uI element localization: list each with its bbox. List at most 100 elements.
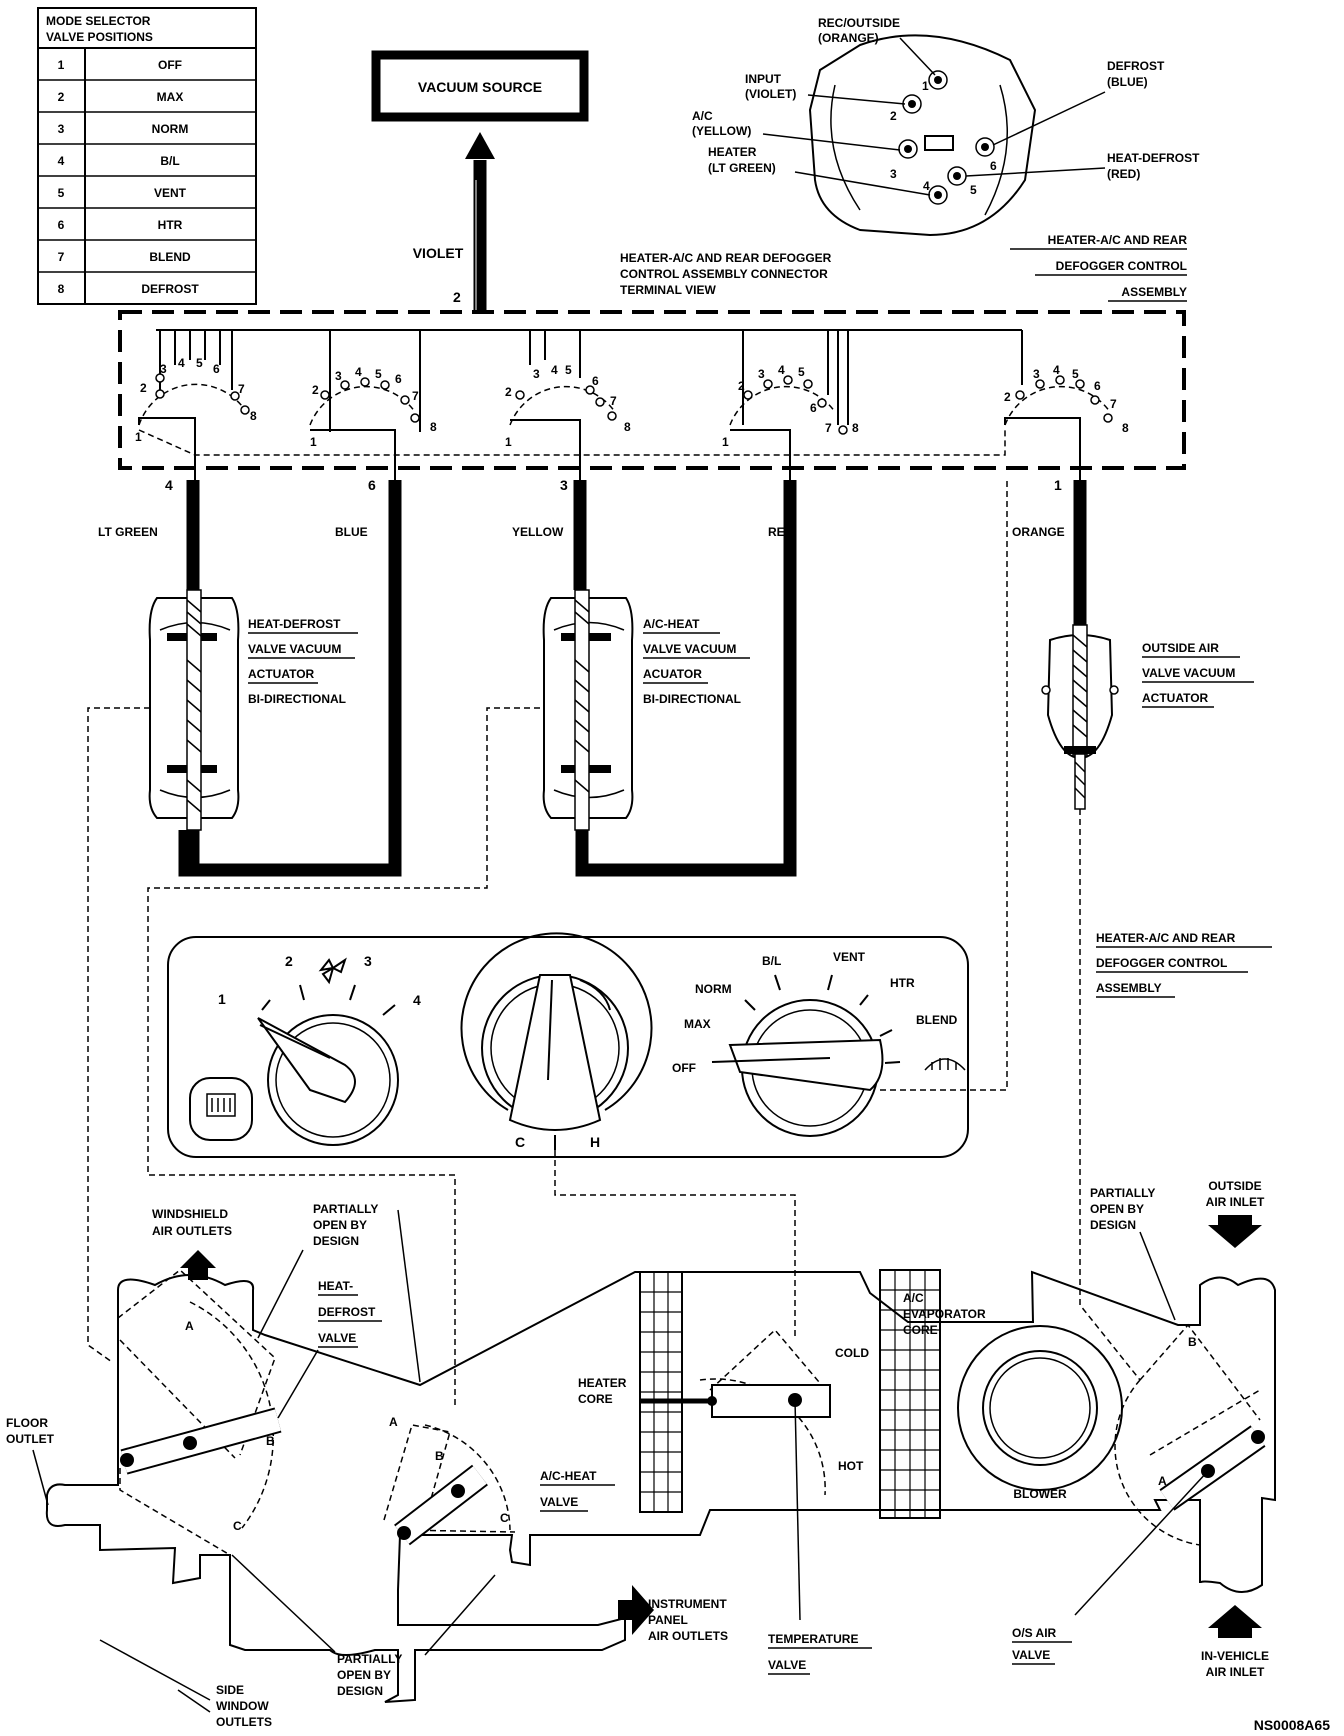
os-valve-2: VALVE <box>1012 1648 1050 1662</box>
right-arrow-icon <box>618 1585 654 1635</box>
v1-n4: 4 <box>178 356 185 370</box>
mode-table-title-2: VALVE POSITIONS <box>46 30 153 44</box>
ip-3: AIR OUTLETS <box>648 1629 728 1643</box>
temp-hot-label: HOT <box>838 1459 864 1473</box>
v1-n8: 8 <box>250 409 257 423</box>
conn-label-heater-1: HEATER <box>708 145 757 159</box>
control-assembly-label-top: HEATER-A/C AND REAR DEFOGGER CONTROL ASS… <box>1010 233 1188 302</box>
v3-n1: 1 <box>505 435 512 449</box>
outside-air-inlet: OUTSIDE AIR INLET <box>1206 1179 1265 1248</box>
vacuum-source: VACUUM SOURCE VIOLET 2 <box>371 50 589 310</box>
oai-1: OUTSIDE <box>1208 1179 1261 1193</box>
mode-table-title-1: MODE SELECTOR <box>46 14 151 28</box>
v3-n3: 3 <box>533 367 540 381</box>
port-num-5: 5 <box>970 183 977 197</box>
rear-defog-button[interactable] <box>189 1077 253 1141</box>
po3-1: PARTIALLY <box>337 1652 402 1666</box>
port-num-3: 3 <box>890 167 897 181</box>
evaporator-3: CORE <box>903 1323 938 1337</box>
hd-actuator-2: VALVE VACUUM <box>248 642 341 656</box>
v4-n4: 4 <box>778 363 785 377</box>
hose-label-yellow: YELLOW <box>512 525 564 539</box>
ac-door-c: C <box>500 1511 509 1525</box>
windshield-label-2: AIR OUTLETS <box>152 1224 232 1238</box>
os-valve-1: O/S AIR <box>1012 1626 1057 1640</box>
hose-num-red: 5 <box>784 477 792 493</box>
instrument-panel-outlets: INSTRUMENT PANEL AIR OUTLETS <box>618 1585 728 1643</box>
v4-n7: 7 <box>825 421 832 435</box>
ctrl-panel-label-2: DEFOGGER CONTROL <box>1096 956 1227 970</box>
v2-n8: 8 <box>430 420 437 434</box>
mode-max: MAX <box>684 1017 711 1031</box>
v1-n5: 5 <box>196 356 203 370</box>
temp-hot-mark: H <box>590 1134 600 1150</box>
mode-knob[interactable] <box>711 999 884 1137</box>
connector-terminal-view: 1 2 3 4 6 5 REC/OUTSIDE (ORANGE) INPUT (… <box>620 16 1200 297</box>
temperature-knob[interactable] <box>460 932 653 1131</box>
ac-actuator-3: ACUATOR <box>643 667 702 681</box>
v1-n2: 2 <box>140 381 147 395</box>
partially-open-label-3: PARTIALLY OPEN BY DESIGN <box>231 1554 496 1698</box>
windshield-label-1: WINDSHIELD <box>152 1207 228 1221</box>
mode-row-num-5: 5 <box>58 186 65 200</box>
po2-3: DESIGN <box>1090 1218 1136 1232</box>
ac-heat-valve: A B C A/C-HEAT VALVE <box>383 1415 615 1546</box>
hd-valve-2: DEFROST <box>318 1305 376 1319</box>
os-door-a: A <box>1158 1474 1167 1488</box>
fan-speed-2: 2 <box>285 953 293 969</box>
hd-door-a: A <box>185 1319 194 1333</box>
po1-2: OPEN BY <box>313 1218 367 1232</box>
port-num-2: 2 <box>890 109 897 123</box>
temperature-valve-2: VALVE <box>768 1658 806 1672</box>
po1-1: PARTIALLY <box>313 1202 378 1216</box>
v5-n7: 7 <box>1110 397 1117 411</box>
os-air-valve: A B O/S AIR VALVE <box>1012 1323 1266 1665</box>
iva-1: IN-VEHICLE <box>1201 1649 1269 1663</box>
ac-valve-1: A/C-HEAT <box>540 1469 597 1483</box>
ctrl-top-1: HEATER-A/C AND REAR <box>1048 233 1188 247</box>
hose-label-orange: ORANGE <box>1012 525 1065 539</box>
rear-defog-icon <box>206 1093 236 1117</box>
connector-title-3: TERMINAL VIEW <box>620 283 716 297</box>
hose-num-yellow: 3 <box>560 477 568 493</box>
in-vehicle-air-inlet: IN-VEHICLE AIR INLET <box>1201 1605 1269 1679</box>
ctrl-top-2: DEFOGGER CONTROL <box>1056 259 1187 273</box>
v1-n6: 6 <box>213 362 220 376</box>
temp-cold-label: COLD <box>835 1346 869 1360</box>
mode-norm: NORM <box>695 982 732 996</box>
v4-n3: 3 <box>758 367 765 381</box>
conn-label-defrost-1: DEFROST <box>1107 59 1165 73</box>
outside-air-actuator: OUTSIDE AIR VALVE VACUUM ACTUATOR <box>1041 624 1254 810</box>
mode-row-label-1: OFF <box>158 58 182 72</box>
hd-actuator-1: HEAT-DEFROST <box>248 617 341 631</box>
evaporator-2: EVAPORATOR <box>903 1307 986 1321</box>
v3-n8: 8 <box>624 420 631 434</box>
sw-2: WINDOW <box>216 1699 269 1713</box>
mode-row-label-3: NORM <box>152 122 189 136</box>
mode-selector-table: MODE SELECTOR VALVE POSITIONS 1 OFF 2 MA… <box>37 7 257 305</box>
mode-selector-valve: 1 2 3 4 5 6 7 8 1 2 3 4 5 6 7 8 1 2 3 4 … <box>118 310 1186 480</box>
v5-n8: 8 <box>1122 421 1129 435</box>
fan-speed-1: 1 <box>218 991 226 1007</box>
temperature-valve-1: TEMPERATURE <box>768 1632 858 1646</box>
partially-open-label-2: PARTIALLY OPEN BY DESIGN <box>1090 1186 1176 1321</box>
heater-core-2: CORE <box>578 1392 613 1406</box>
mode-row-num-3: 3 <box>58 122 65 136</box>
hose-label-ltgreen: LT GREEN <box>98 525 158 539</box>
conn-label-defrost-2: (BLUE) <box>1107 75 1148 89</box>
ctrl-top-3: ASSEMBLY <box>1121 285 1187 299</box>
vacuum-source-label: VACUUM SOURCE <box>418 79 542 95</box>
v3-n5: 5 <box>565 363 572 377</box>
mode-row-num-2: 2 <box>58 90 65 104</box>
conn-label-heatdef-2: (RED) <box>1107 167 1140 181</box>
mode-vent: VENT <box>833 950 866 964</box>
hd-valve-1: HEAT- <box>318 1279 353 1293</box>
ip-1: INSTRUMENT <box>648 1597 727 1611</box>
v4-n8: 8 <box>852 421 859 435</box>
v2-n2: 2 <box>312 383 319 397</box>
fan-speed-knob[interactable] <box>257 1014 399 1146</box>
up-arrow-icon-2 <box>1208 1605 1262 1638</box>
defrost-icon <box>924 1058 966 1071</box>
po3-2: OPEN BY <box>337 1668 391 1682</box>
